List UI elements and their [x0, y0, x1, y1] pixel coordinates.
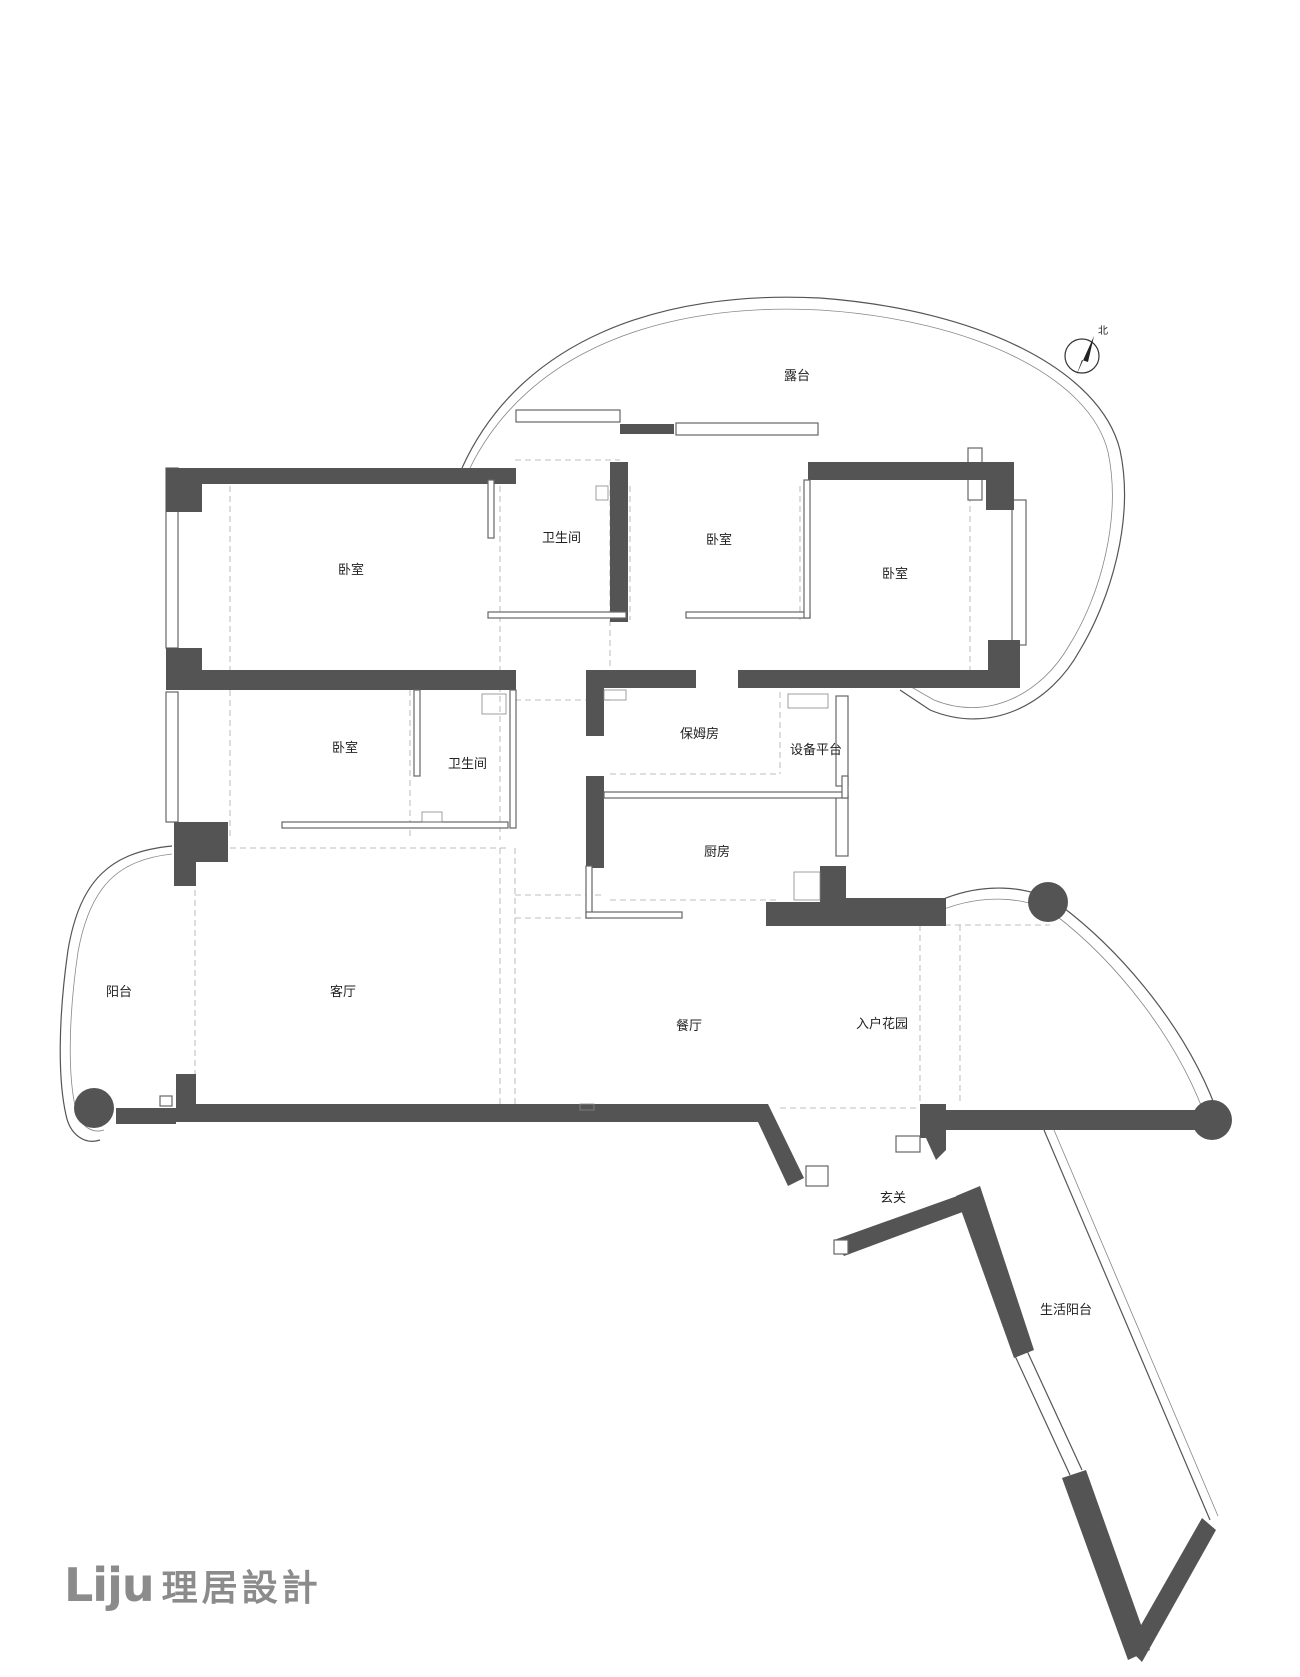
- east-curve-outline: [929, 887, 1221, 1125]
- label-bedroom-n-mid: 卧室: [706, 532, 732, 548]
- label-bath-north: 卫生间: [542, 531, 581, 546]
- label-dining-room: 餐厅: [676, 1018, 702, 1034]
- label-bedroom-ne: 卧室: [882, 566, 908, 582]
- brand-cjk: 理居設計: [161, 1568, 322, 1609]
- terrace-outline: [461, 296, 1126, 720]
- label-bedroom-w: 卧室: [332, 740, 358, 756]
- label-balcony: 阳台: [106, 985, 132, 1000]
- label-bedroom-nw: 卧室: [338, 562, 364, 578]
- walls: [74, 424, 1232, 1662]
- north-label: 北: [1098, 325, 1108, 337]
- label-foyer: 玄关: [880, 1191, 906, 1206]
- partitions: [281, 479, 849, 919]
- brand-logo: Liju 理居設計: [64, 1558, 322, 1612]
- room-labels: 露台 卧室 卫生间 卧室 卧室 卧室 卫生间 保姆房 设备平台 厨房 阳台 客厅…: [106, 369, 1092, 1318]
- north-compass: 北: [1064, 325, 1108, 376]
- west-windows: [165, 409, 1027, 857]
- label-living-room: 客厅: [330, 984, 356, 1000]
- label-bath-west: 卫生间: [448, 757, 487, 772]
- utility-balcony-glazing: [1009, 1129, 1219, 1521]
- label-equipment-platform: 设备平台: [790, 742, 842, 758]
- label-nanny-room: 保姆房: [680, 726, 719, 742]
- brand-latin: Liju: [64, 1558, 155, 1612]
- label-utility-balcony: 生活阳台: [1040, 1303, 1092, 1318]
- fixtures: [159, 485, 921, 1255]
- label-terrace: 露台: [784, 369, 810, 384]
- label-kitchen: 厨房: [704, 844, 730, 860]
- label-entry-garden: 入户花园: [856, 1016, 908, 1032]
